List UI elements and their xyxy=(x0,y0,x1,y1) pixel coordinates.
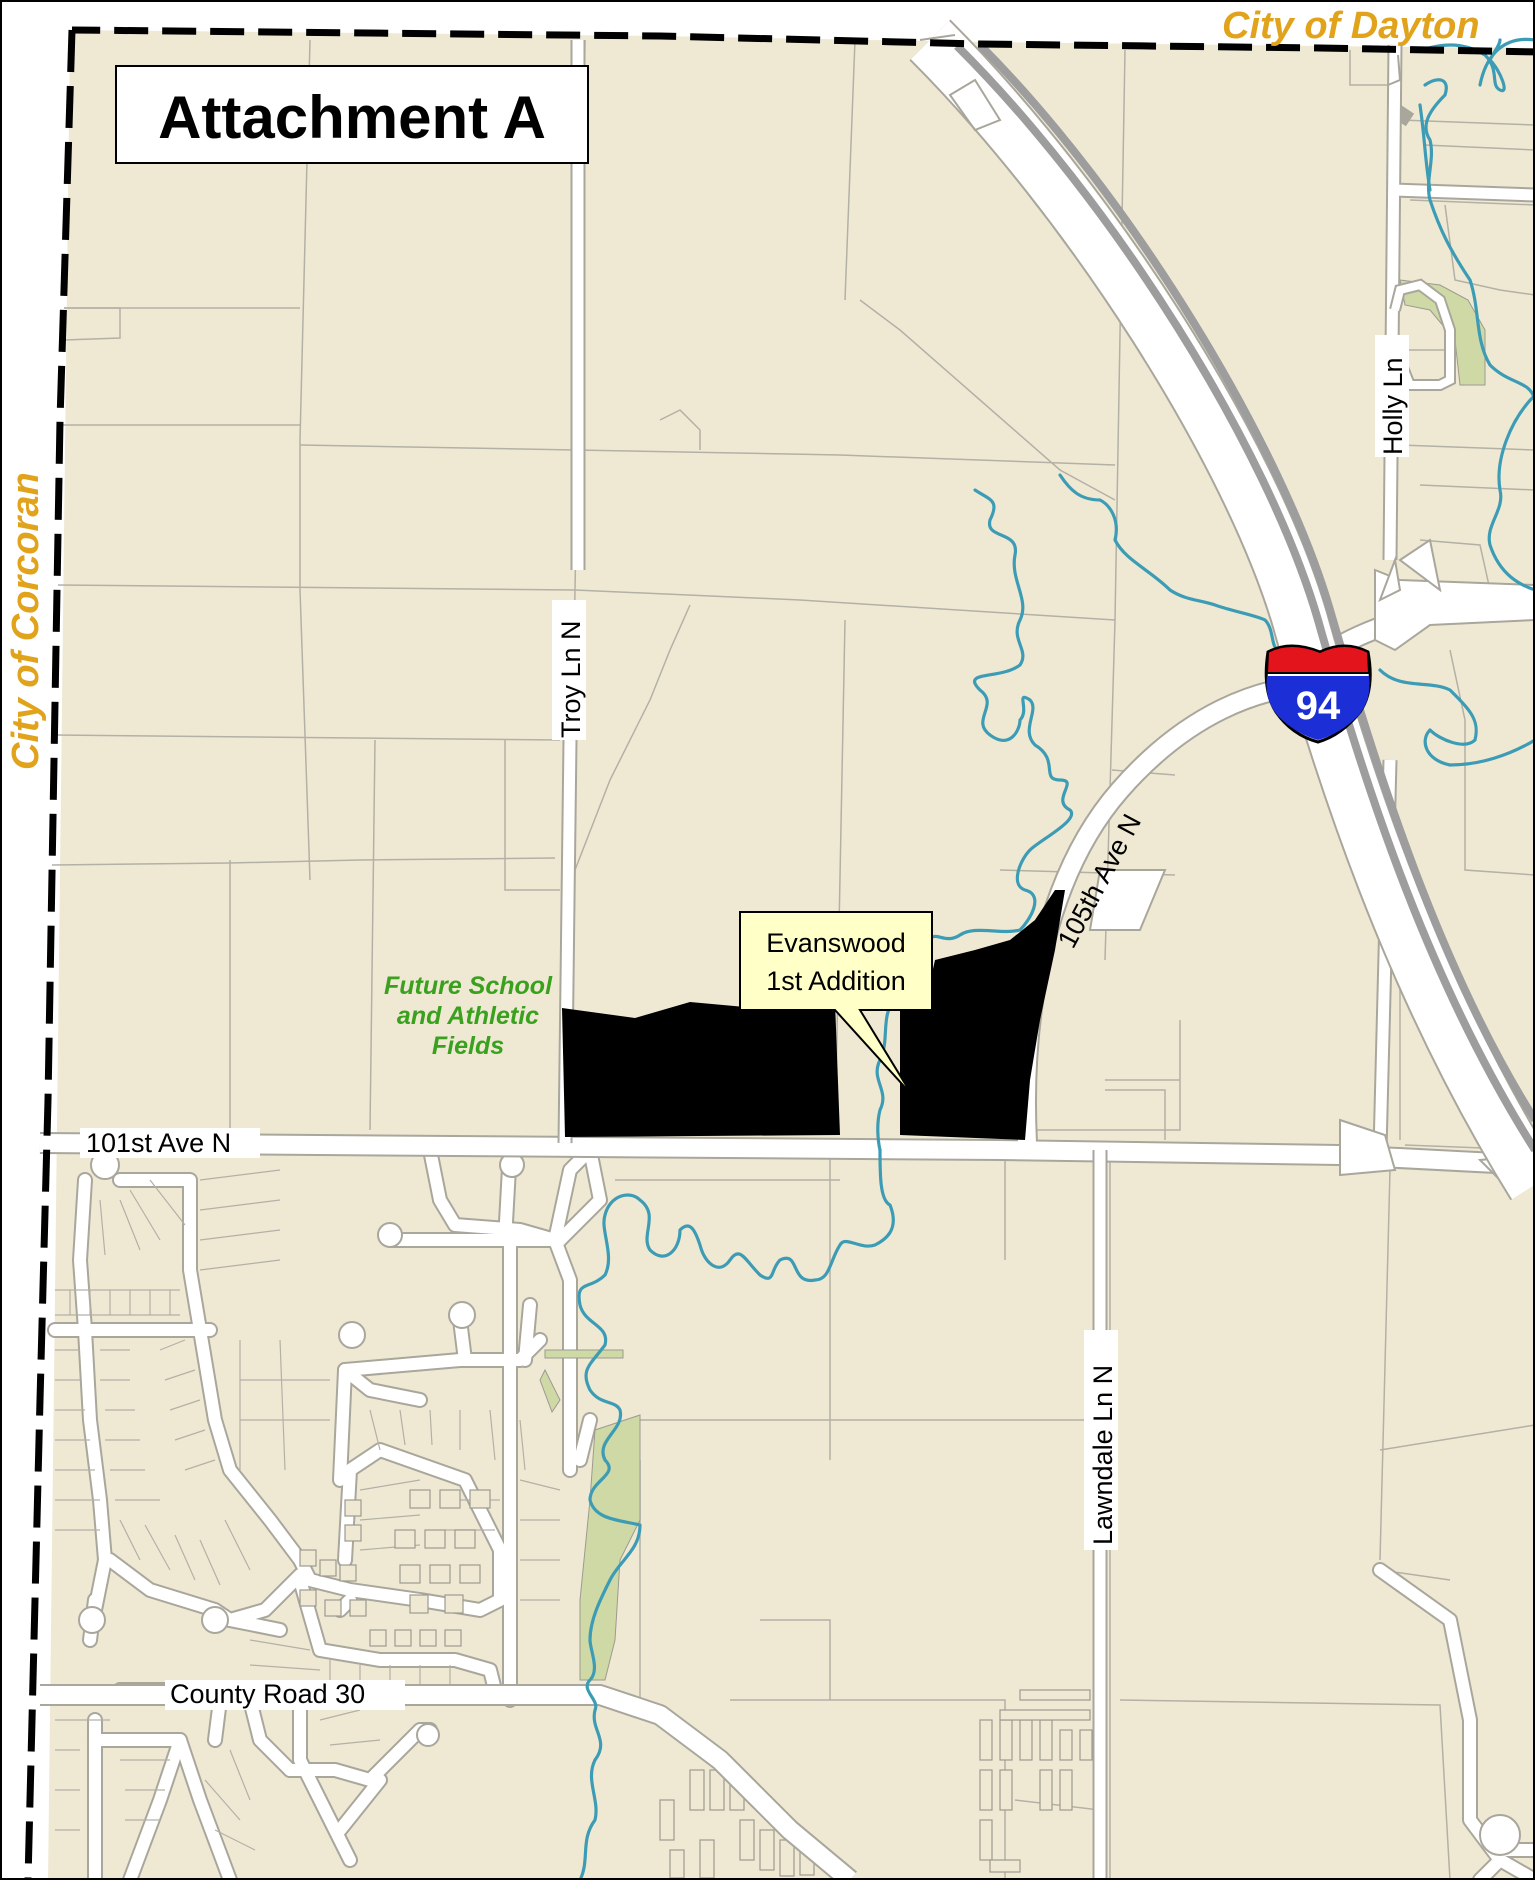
svg-text:Future School: Future School xyxy=(384,972,553,1000)
svg-text:County Road 30: County Road 30 xyxy=(170,1679,365,1709)
title-box: Attachment A xyxy=(115,65,589,164)
future-school-label: Future School and Athletic Fields xyxy=(384,972,553,1060)
street-label-101st: 101st Ave N xyxy=(80,1128,260,1158)
city-boundary xyxy=(24,26,1535,1880)
street-label-county-30: County Road 30 xyxy=(165,1679,405,1710)
outside-area-left xyxy=(0,0,70,1880)
city-of-dayton-label: City of Dayton xyxy=(1222,5,1480,47)
svg-text:Lawndale Ln N: Lawndale Ln N xyxy=(1088,1365,1118,1545)
interstate-94-road xyxy=(909,19,1535,1201)
svg-text:101st Ave N: 101st Ave N xyxy=(86,1128,231,1158)
streams xyxy=(577,37,1535,1880)
evanswood-parcels xyxy=(562,890,1065,1140)
evanswood-west-parcel xyxy=(562,1000,840,1137)
callout-bubble xyxy=(739,911,933,1096)
svg-text:and Athletic: and Athletic xyxy=(397,1002,539,1030)
street-label-holly: Holly Ln xyxy=(1375,335,1409,457)
title-frame xyxy=(115,65,589,164)
callout-line-1: Evanswood xyxy=(766,928,906,958)
title-text: Attachment A xyxy=(158,84,546,151)
ramps xyxy=(919,34,1402,132)
interstate-number: 94 xyxy=(1296,684,1341,728)
evanswood-east-parcel xyxy=(900,890,1065,1140)
outside-area-top xyxy=(0,0,1535,60)
townhome-blocks xyxy=(299,1489,1093,1879)
street-label-troy: Troy Ln N xyxy=(552,600,586,740)
svg-text:Holly Ln: Holly Ln xyxy=(1378,357,1408,455)
svg-text:Troy Ln N: Troy Ln N xyxy=(556,620,586,738)
street-label-lawndale: Lawndale Ln N xyxy=(1084,1330,1118,1550)
city-of-corcoran-label: City of Corcoran xyxy=(5,472,47,770)
callout-line-2: 1st Addition xyxy=(766,966,906,996)
lot-lines xyxy=(55,1169,561,1851)
holly-cul-de-sac-fill xyxy=(1391,280,1454,389)
callout: Evanswood 1st Addition xyxy=(739,911,933,1096)
interstate-shield-icon: 94 xyxy=(1264,644,1372,744)
residential-roads-fill xyxy=(49,1144,1535,1880)
svg-text:Fields: Fields xyxy=(432,1032,504,1060)
